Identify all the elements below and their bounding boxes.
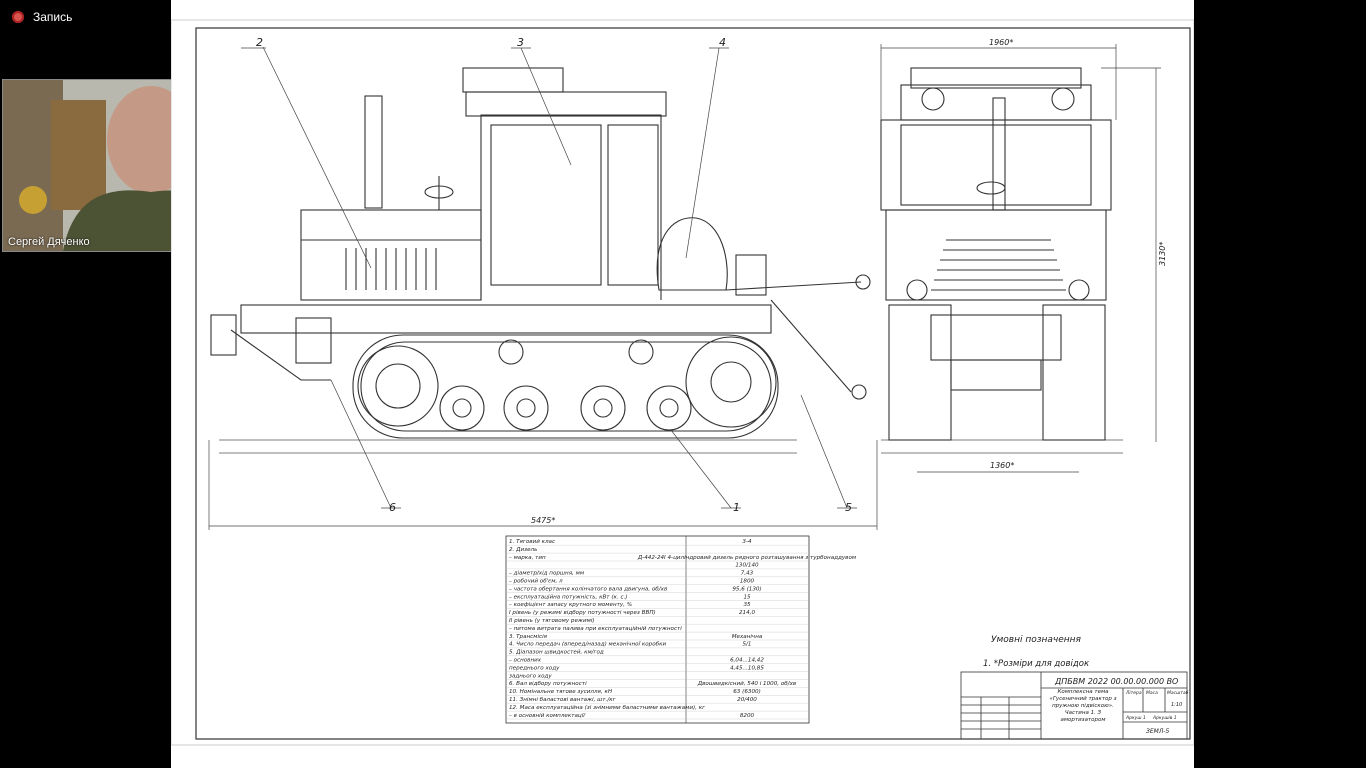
dim-length: 5475* [531,516,555,525]
title-block [960,671,1188,740]
title-block-subject-wrap: Комплексна тема «Гусеничний трактор з пр… [1049,689,1117,723]
spec-row-label: 11. Знімні баластові вантажі, шт./кг [509,697,616,703]
spec-row-value: 7,43 [741,571,754,577]
spec-row-value: 214,0 [739,610,755,616]
spec-row-label: – робочий об'єм, л [509,579,563,585]
notes-title: Умовні позначення [991,635,1082,645]
title-block-scale-label: Масштаб [1167,690,1189,696]
spec-row-label: – питома витрата палива при експлуатацій… [509,626,682,632]
technical-drawing: 2 3 4 1 5 6 1960* 3130* 1360* 5475* 1. Т… [171,19,1194,746]
spec-row-value: 95,6 (130) [732,586,761,592]
spec-row-value: Двошвидкісний, 540 і 1000, об/хв [697,681,796,687]
dim-track: 1360* [990,461,1014,470]
spec-row-label: – коефіцієнт запасу крутного моменту, % [509,602,632,608]
title-block-code: ДПБВМ 2022 00.00.00.000 ВО [1054,677,1178,686]
tractor-front-view [880,67,1112,441]
title-block-group: ЗЕМЛ-5 [1146,728,1169,735]
callout-1: 1 [733,501,740,514]
callout-5: 5 [845,501,852,514]
recording-indicator[interactable]: Запись [12,10,72,24]
spec-row-label: ІІ рівень (у тяговому режимі) [509,618,595,624]
title-block-scale-value: 1:10 [1171,702,1182,708]
spec-row-value: 20/400 [737,697,757,703]
spec-row-label: 2. Дизель [509,547,537,553]
callout-6: 6 [389,501,396,514]
callout-2: 2 [256,36,263,49]
title-block-mass-label: Маса [1146,690,1158,696]
drawing-frame [195,27,1191,740]
spec-row-value: 130/140 [735,563,759,569]
dim-width-top: 1960* [989,38,1013,47]
recording-label: Запись [33,10,73,24]
spec-row-value: 5/1 [742,642,751,648]
spec-row-label: – частота обертання колінчатого вала дви… [509,586,667,592]
spec-row-value: 35 [743,602,751,608]
title-block-sheets: Аркушів 1 [1152,715,1177,721]
title-block-lit-label: Літера [1125,690,1142,696]
spec-row-label: – діаметр/хід поршня, мм [509,571,585,577]
callout-3: 3 [517,36,524,49]
spec-row-label: 10. Номінальне тягове зусилля, кН [509,689,613,695]
dimension-lines [208,44,1161,530]
spec-row-label: – в основній комплектації [509,713,586,719]
spec-row-value: 1800 [740,579,755,585]
spec-row-value: Д-442-24І 4-циліндровий дизель рядного р… [637,555,857,561]
title-block-sheet: Аркуш 1 [1125,715,1146,721]
spec-row-value: 4,45...10,85 [730,665,764,671]
spec-row-label: І рівень (у режимі відбору потужності че… [509,610,656,616]
title-block-subject: Комплексна тема «Гусеничний трактор з пр… [1049,689,1117,723]
spec-row-value: 6,04...14,42 [730,658,764,664]
spec-table [505,535,810,724]
record-icon [12,11,24,23]
spec-row-label: 3. Трансмісія [509,634,548,640]
spec-row-label: 1. Тяговий клас [509,539,555,545]
spec-row-label: заднього ходу [509,673,552,679]
spec-row-label: 12. Маса експлуатаційна (зі знімними бал… [509,705,705,711]
spec-row-label: 4. Число передач (вперед/назад) механічн… [509,642,666,648]
callout-4: 4 [719,36,726,49]
spec-row-value: 3-4 [742,539,752,545]
tractor-side-view [210,67,871,439]
shared-screen: 2 3 4 1 5 6 1960* 3130* 1360* 5475* 1. Т… [171,0,1194,768]
spec-row-value: Механічна [732,634,763,640]
spec-row-label: – основних [509,658,542,664]
ground-line-side [219,439,797,454]
dim-height-side: 3130* [1158,242,1167,266]
spec-row-label: – марка, тип [509,555,546,561]
spec-row-value: 15 [743,594,751,600]
spec-row-label: – експлуатаційна потужність, кВт (к. с.) [509,594,627,600]
spec-row-value: 63 (6300) [733,689,761,695]
participant-name: Сергей Дяченко [8,236,90,248]
notes-item: 1. *Розміри для довідок [983,659,1090,669]
spec-row-value: 8200 [740,713,755,719]
spec-row-label: 6. Вал відбору потужності [509,681,587,687]
spec-row-label: переднього ходу [509,665,560,671]
spec-row-label: 5. Діапазон швидкостей, км/год [509,650,604,656]
